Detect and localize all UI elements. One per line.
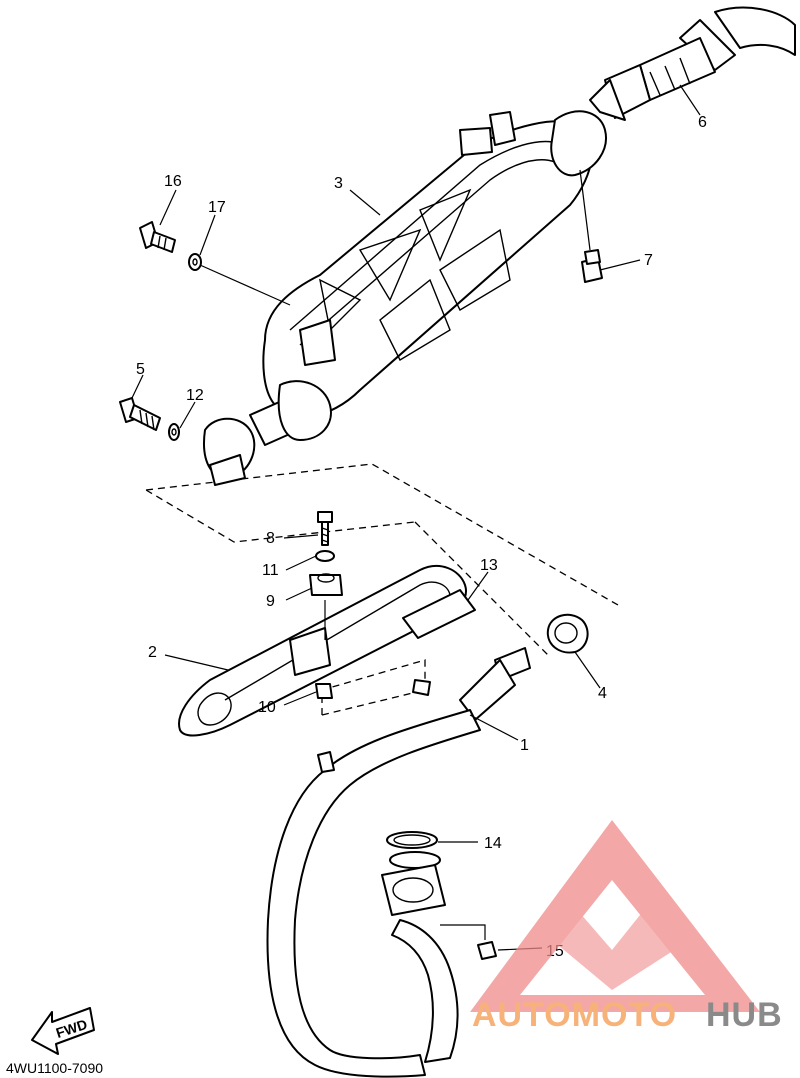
drawing-code: 4WU1100-7090 [6, 1060, 103, 1076]
part-3-muffler [262, 110, 607, 418]
part-5-bolt [119, 397, 161, 431]
part-1-exhaust-pipe [266, 647, 531, 1078]
part-14-gasket [386, 831, 441, 869]
part-9-damper [309, 573, 343, 596]
exhaust-flange [381, 864, 446, 916]
part-11-washer [315, 550, 335, 562]
part-13-label [402, 589, 476, 639]
callout-7: 7 [644, 252, 653, 269]
callout-16: 16 [164, 173, 182, 190]
part-6-tail-pipe [589, 6, 796, 121]
part-10-nut [315, 683, 333, 699]
bolt-7-axis-line [579, 169, 591, 251]
heat-shield-reference-outline [321, 659, 426, 716]
callout-11: 11 [262, 562, 279, 579]
callout-6: 6 [698, 114, 707, 131]
part-15-nut [477, 941, 497, 960]
part-17-washer [188, 253, 202, 271]
part-3-inlet-pipe [203, 380, 332, 486]
watermark-logo [470, 820, 760, 1012]
callout-9: 9 [266, 593, 275, 610]
callout-4: 4 [598, 685, 607, 702]
callout-12: 12 [186, 387, 204, 404]
callout-3: 3 [334, 175, 343, 192]
part-8-screw [317, 511, 333, 546]
part-12-washer [168, 423, 180, 441]
part-4-gasket [546, 613, 589, 654]
callout-8: 8 [266, 530, 275, 547]
callout-13: 13 [480, 557, 498, 574]
watermark-text-b: HUB [706, 996, 783, 1034]
fwd-arrow-icon: FWD [31, 1007, 95, 1055]
bolt-16-axis-line [199, 264, 291, 306]
watermark-triangle-icon [470, 820, 760, 1012]
callout-14: 14 [484, 835, 502, 852]
part-16-bolt [139, 221, 176, 253]
nut-15-axis-line [440, 924, 486, 940]
callout-1: 1 [520, 737, 529, 754]
part-2-protector [178, 565, 467, 737]
callout-2: 2 [148, 644, 157, 661]
part-7-bolt [581, 249, 603, 283]
watermark-text-a: AUTOMOTO [472, 996, 677, 1034]
callout-5: 5 [136, 361, 145, 378]
callout-17: 17 [208, 199, 226, 216]
callout-10: 10 [258, 699, 276, 716]
